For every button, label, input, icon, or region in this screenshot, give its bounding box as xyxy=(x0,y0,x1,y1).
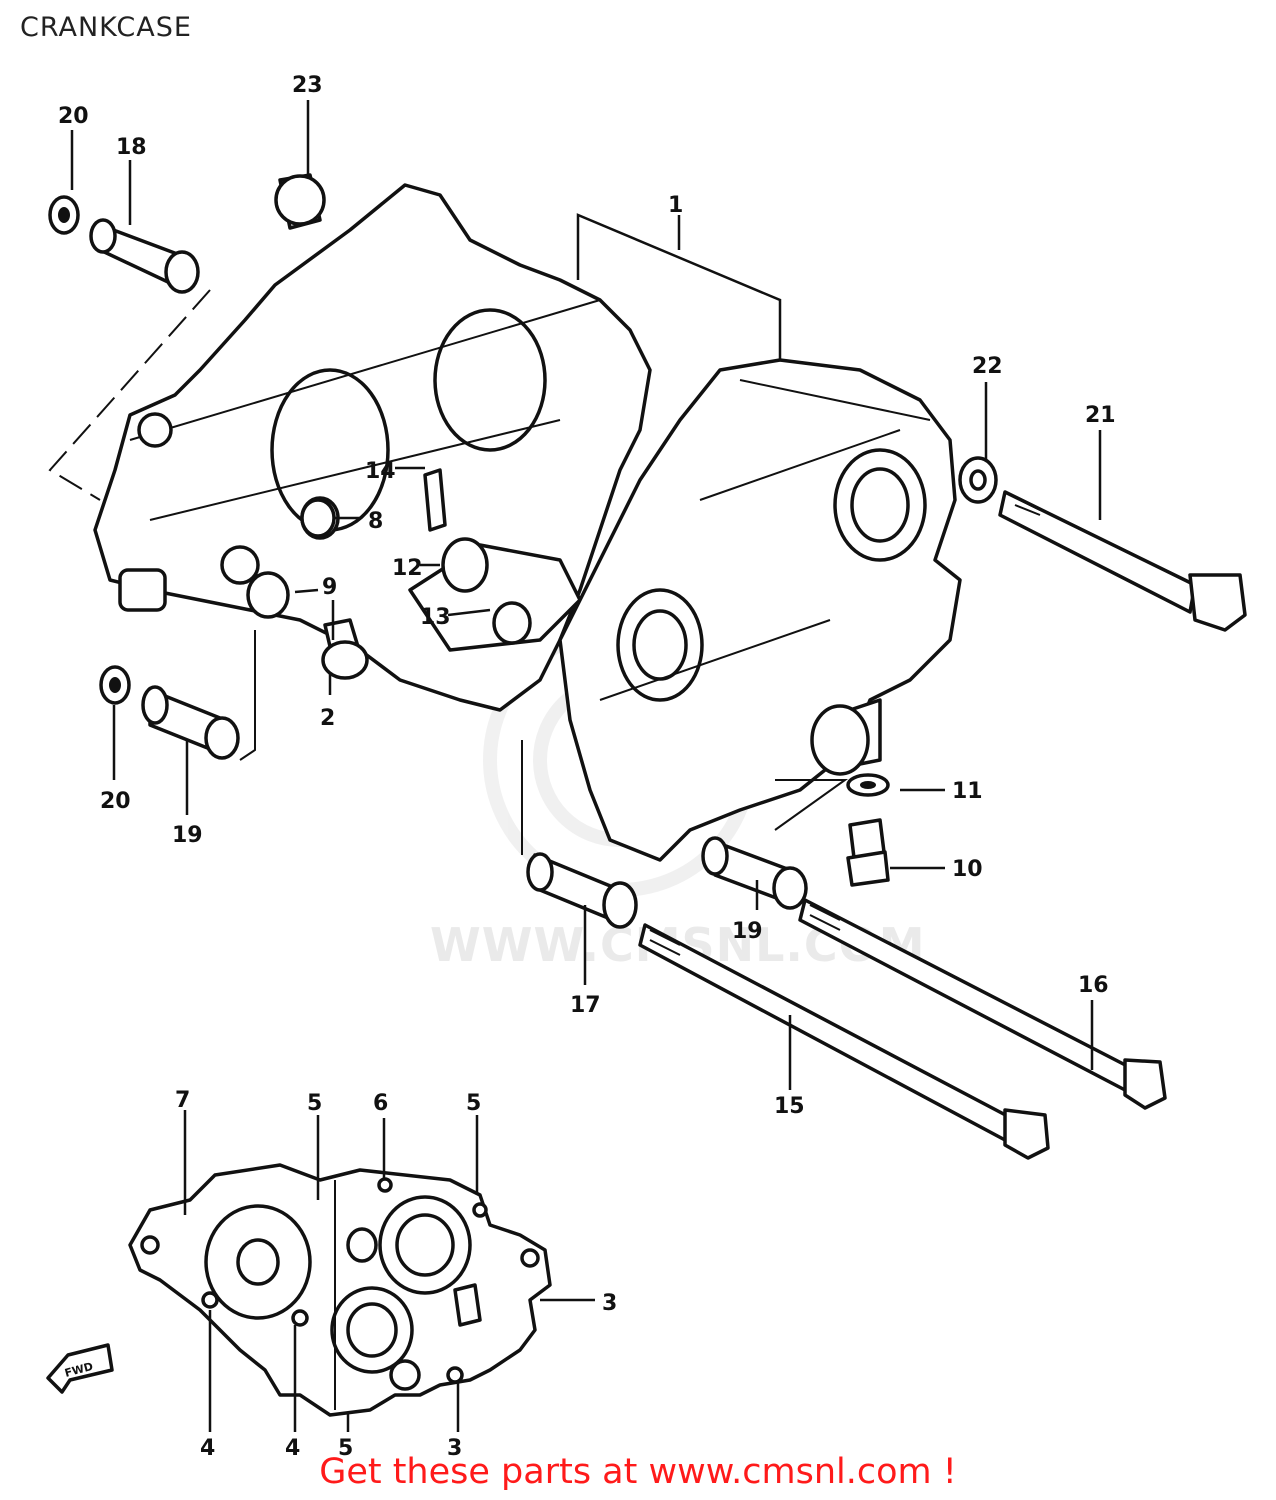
callout-19-left: 19 xyxy=(172,823,203,848)
crankcase-right-half xyxy=(558,358,962,862)
callout-1: 1 xyxy=(668,193,683,218)
callout-19-right: 19 xyxy=(732,919,763,944)
callout-7: 7 xyxy=(175,1088,190,1113)
part-17-spacer xyxy=(526,852,638,929)
part-15-longbolt xyxy=(638,923,1050,1160)
footer-cta: Get these parts at www.cmsnl.com ! xyxy=(319,1452,957,1492)
callout-21: 21 xyxy=(1085,403,1116,428)
part-22-washer xyxy=(958,456,998,504)
part-21-bolt xyxy=(998,490,1247,632)
callout-4-right: 4 xyxy=(285,1436,300,1461)
callout-8: 8 xyxy=(368,509,383,534)
part-18-spacer xyxy=(89,218,200,294)
leader-1 xyxy=(576,213,782,360)
page-title: CRANKCASE xyxy=(20,12,192,43)
callout-6: 6 xyxy=(373,1091,388,1116)
crankcase-inset-view xyxy=(128,1163,552,1417)
callout-15: 15 xyxy=(774,1094,805,1119)
callout-3-bottom: 3 xyxy=(447,1436,462,1461)
part-10-drainplug xyxy=(846,818,890,887)
part-11-washer xyxy=(846,773,890,797)
callout-16: 16 xyxy=(1078,973,1109,998)
crankcase-left-half xyxy=(93,183,652,712)
callout-2: 2 xyxy=(320,706,335,731)
callout-17: 17 xyxy=(570,993,601,1018)
callout-9: 9 xyxy=(322,575,337,600)
part-8-oring xyxy=(300,498,336,538)
callout-22: 22 xyxy=(972,354,1003,379)
part-20-nut-top xyxy=(48,195,80,235)
callout-23: 23 xyxy=(292,73,323,98)
part-23-capnut xyxy=(274,173,326,230)
callout-5-bottom: 5 xyxy=(338,1436,353,1461)
callout-5-left: 5 xyxy=(307,1091,322,1116)
part-20-nut-bottom xyxy=(99,665,131,705)
callout-13: 13 xyxy=(420,605,451,630)
fwd-arrow-icon: FWD xyxy=(46,1343,114,1394)
callout-20-top: 20 xyxy=(58,104,89,129)
callout-10: 10 xyxy=(952,857,983,882)
part-19-spacer-right xyxy=(701,836,808,910)
callout-18: 18 xyxy=(116,135,147,160)
callout-3-right: 3 xyxy=(602,1291,617,1316)
callout-4-left: 4 xyxy=(200,1436,215,1461)
part-19-spacer-left xyxy=(141,685,240,760)
callout-14: 14 xyxy=(365,459,396,484)
callout-12: 12 xyxy=(392,556,423,581)
callout-20-bottom: 20 xyxy=(100,789,131,814)
part-16-longbolt xyxy=(798,898,1167,1110)
callout-5-right: 5 xyxy=(466,1091,481,1116)
callout-11: 11 xyxy=(952,779,983,804)
